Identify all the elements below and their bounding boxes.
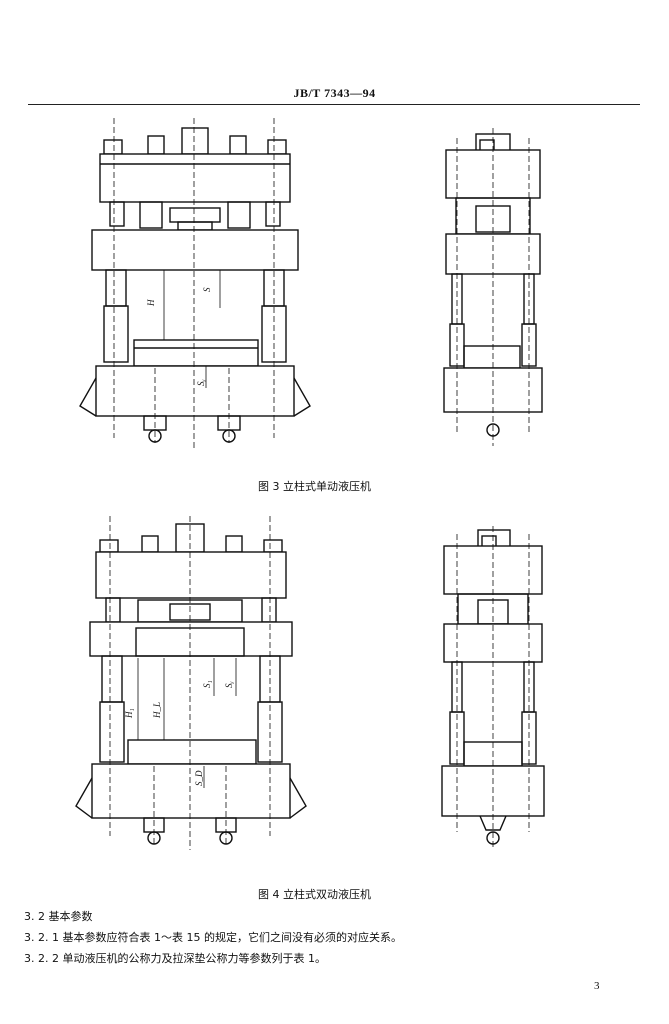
label-Sy: Sᵧ [196, 379, 206, 386]
label-Sy-2: Sᵧ [224, 681, 234, 688]
lower-base [79, 365, 311, 443]
label-HL: H_L [152, 702, 162, 719]
label-SD: S_D [194, 770, 204, 786]
label-S1: S₁ [202, 680, 212, 688]
upper-crossbeam [99, 127, 291, 203]
worktable [133, 339, 259, 367]
paragraph-3-2-1: 3. 2. 1 基本参数应符合表 1～表 15 的规定，它们之间没有必须的对应关… [24, 931, 402, 944]
cylinder-area [109, 201, 281, 231]
figure-4-caption: 图 4 立柱式双动液压机 [258, 888, 371, 901]
figure-3-front-view: H S Sᵧ [79, 118, 311, 448]
figure-3-caption: 图 3 立柱式单动液压机 [258, 480, 371, 493]
slide [91, 229, 299, 271]
label-S: S [202, 287, 212, 292]
figure-4-side-view [441, 526, 545, 850]
label-H: H [146, 299, 156, 307]
paragraph-3-2-2: 3. 2. 2 单动液压机的公称力及拉深垫公称力等参数列于表 1。 [24, 952, 326, 965]
header-rule [28, 104, 640, 105]
page-header: JB/T 7343—94 [293, 86, 376, 100]
figure-3-side-view [443, 128, 543, 446]
section-heading: 3. 2 基本参数 [24, 910, 93, 923]
label-H1: H₁ [124, 708, 134, 719]
page-number: 3 [594, 980, 600, 992]
figure-4-front-view: H₁ H_L S₁ Sᵧ S_D [75, 516, 307, 850]
